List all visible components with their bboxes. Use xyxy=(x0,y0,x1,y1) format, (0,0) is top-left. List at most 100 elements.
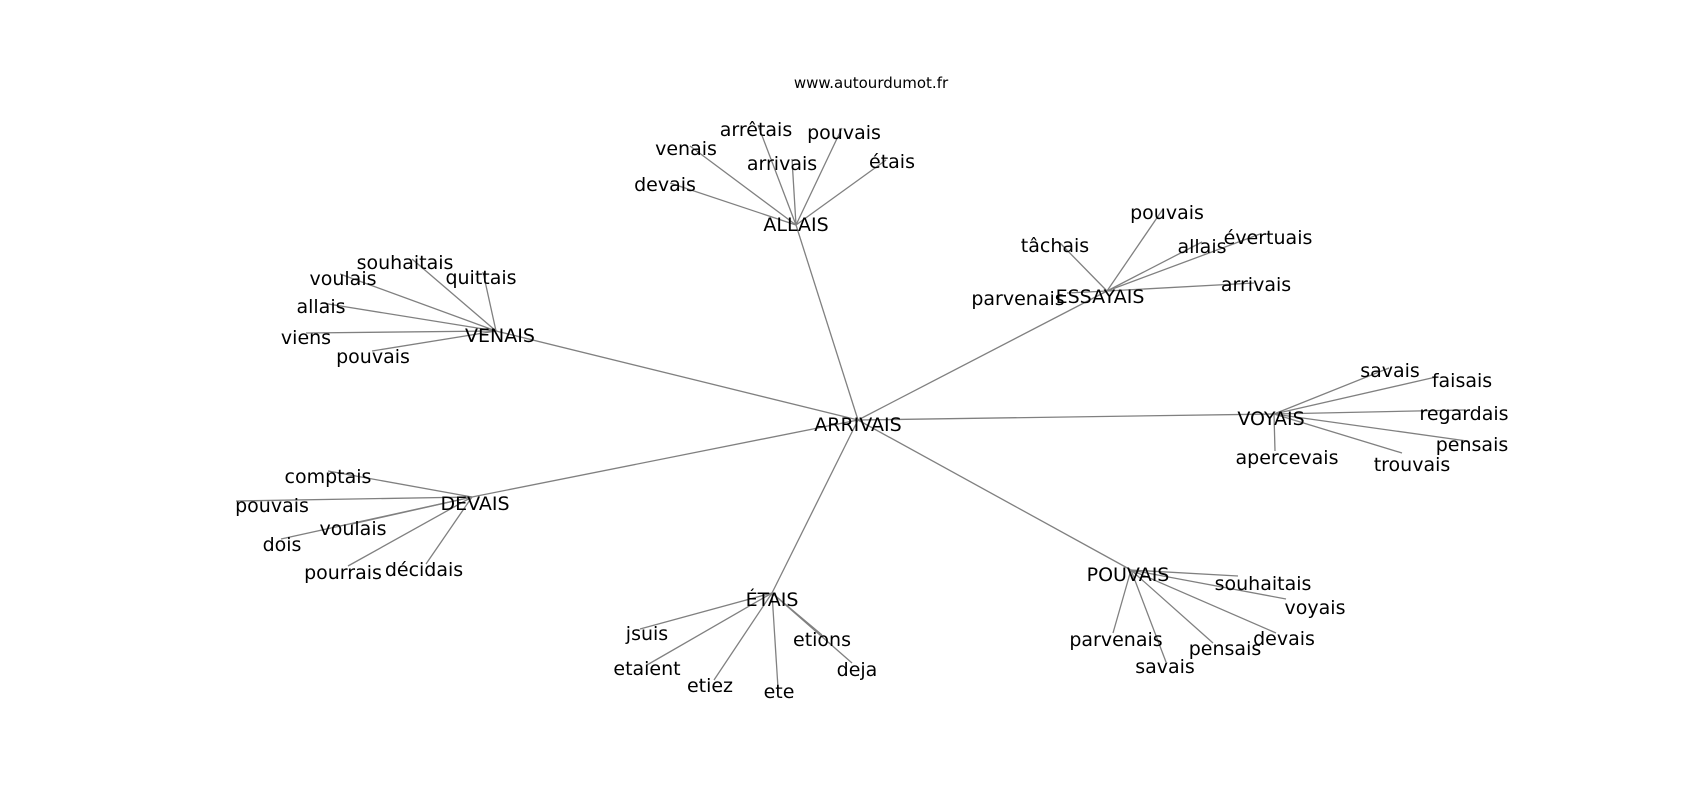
leaf-node-voyais-trouvais: trouvais xyxy=(1374,454,1451,476)
leaf-node-voyais-faisais: faisais xyxy=(1432,370,1492,392)
edge-venais-viens xyxy=(305,330,497,334)
edge-essayais-allais xyxy=(1106,241,1203,292)
edge-etais-deja xyxy=(771,592,853,664)
leaf-node-devais-decidais: décidais xyxy=(385,559,463,581)
edge-center-devais xyxy=(471,419,859,498)
edge-devais-pouvais xyxy=(235,496,473,502)
leaf-node-pouvais-parvenais: parvenais xyxy=(1069,629,1162,651)
edge-pouvais-souhaitais xyxy=(1130,569,1239,577)
edge-center-essayais xyxy=(857,290,1108,421)
edge-pouvais-pensais xyxy=(1130,569,1214,644)
edge-pouvais-savais xyxy=(1130,569,1167,663)
edge-voyais-trouvais xyxy=(1273,413,1403,454)
edge-essayais-tachais xyxy=(1059,242,1108,292)
leaf-node-allais-pouvais: pouvais xyxy=(807,122,881,144)
edge-allais-arretais xyxy=(757,124,797,226)
leaf-node-voyais-savais: savais xyxy=(1360,360,1420,382)
cluster-node-pouvais: POUVAIS xyxy=(1087,564,1170,586)
edge-allais-arrivais xyxy=(791,158,797,226)
edge-voyais-faisais xyxy=(1273,376,1437,415)
leaf-node-essayais-evertuais: évertuais xyxy=(1224,227,1313,249)
leaf-node-devais-dois: dois xyxy=(263,534,302,556)
edge-venais-allais xyxy=(321,302,497,332)
leaf-node-devais-comptais: comptais xyxy=(285,466,372,488)
edge-essayais-parvenais xyxy=(1066,290,1108,294)
leaf-node-etais-jsuis: jsuis xyxy=(625,623,668,645)
edge-etais-etaient xyxy=(646,592,773,666)
leaf-node-allais-arrivais: arrivais xyxy=(747,153,817,175)
cluster-node-devais: DEVAIS xyxy=(440,493,509,515)
leaf-node-etais-etaient: etaient xyxy=(613,658,680,680)
edge-center-etais xyxy=(771,419,859,594)
leaf-node-voyais-regardais: regardais xyxy=(1419,403,1508,425)
cluster-node-venais: VENAIS xyxy=(465,325,535,347)
leaf-node-allais-etais: étais xyxy=(869,151,915,173)
edge-allais-pouvais xyxy=(795,127,843,226)
edge-allais-venais xyxy=(689,145,797,226)
edge-pouvais-voyais xyxy=(1130,569,1287,600)
edge-etais-etiez xyxy=(713,592,773,681)
edge-voyais-savais xyxy=(1273,367,1390,415)
leaf-node-devais-voulais: voulais xyxy=(319,518,386,540)
leaf-node-essayais-pouvais: pouvais xyxy=(1130,202,1204,224)
edge-essayais-evertuais xyxy=(1106,233,1261,292)
leaf-node-venais-allais: allais xyxy=(296,296,345,318)
edge-essayais-arrivais xyxy=(1106,282,1255,292)
edge-venais-souhaitais xyxy=(411,258,497,332)
edge-etais-ete xyxy=(771,592,779,689)
edge-devais-decidais xyxy=(425,496,473,565)
edge-voyais-regardais xyxy=(1273,409,1465,415)
labels-layer: ARRIVAIS ALLAIS arrêtais pouvais venais arriv… xyxy=(235,119,1508,703)
edge-voyais-pensais xyxy=(1273,413,1468,442)
edge-venais-voulais xyxy=(339,273,497,332)
edge-pouvais-parvenais xyxy=(1112,569,1132,634)
edge-allais-etais xyxy=(795,159,887,226)
cluster-node-etais: ÉTAIS xyxy=(746,588,799,611)
leaf-node-essayais-parvenais: parvenais xyxy=(971,288,1064,310)
leaf-node-etais-ete: ete xyxy=(764,681,795,703)
edge-devais-comptais xyxy=(327,470,473,498)
edge-center-pouvais xyxy=(857,419,1132,571)
edge-venais-pouvais xyxy=(371,330,497,352)
edge-devais-pourrais xyxy=(347,496,473,567)
leaf-node-pouvais-savais: savais xyxy=(1135,656,1195,678)
leaf-node-pouvais-voyais: voyais xyxy=(1285,597,1346,619)
cluster-node-allais: ALLAIS xyxy=(763,214,828,236)
leaf-node-pouvais-devais: devais xyxy=(1253,628,1315,650)
leaf-node-etais-deja: deja xyxy=(837,659,878,681)
leaf-node-venais-voulais: voulais xyxy=(309,268,376,290)
leaf-node-venais-viens: viens xyxy=(281,327,331,349)
leaf-node-venais-souhaitais: souhaitais xyxy=(357,252,454,274)
leaf-node-etais-etions: etions xyxy=(793,629,851,651)
leaf-node-pouvais-souhaitais: souhaitais xyxy=(1215,573,1312,595)
cluster-node-essayais: ESSAYAIS xyxy=(1056,286,1145,308)
leaf-node-essayais-tachais: tâchais xyxy=(1021,235,1089,257)
leaf-node-venais-pouvais: pouvais xyxy=(336,346,410,368)
leaf-node-devais-pouvais: pouvais xyxy=(235,495,309,517)
edge-etais-jsuis xyxy=(639,592,773,630)
edge-essayais-pouvais xyxy=(1106,208,1164,292)
edge-center-allais xyxy=(795,224,859,421)
edge-center-venais xyxy=(495,330,859,421)
leaf-node-pouvais-pensais: pensais xyxy=(1189,638,1262,660)
edges-layer xyxy=(235,124,1468,689)
edge-voyais-apercevais xyxy=(1273,413,1276,452)
leaf-node-venais-quittais: quittais xyxy=(445,267,516,289)
leaf-node-allais-arretais: arrêtais xyxy=(720,119,792,141)
center-node-label: ARRIVAIS xyxy=(814,414,901,436)
leaf-node-devais-pourrais: pourrais xyxy=(304,562,382,584)
edge-devais-dois xyxy=(280,496,473,540)
leaf-node-voyais-pensais: pensais xyxy=(1436,434,1509,456)
leaf-node-allais-devais: devais xyxy=(634,174,696,196)
leaf-node-allais-venais: venais xyxy=(655,138,717,160)
edge-center-voyais xyxy=(857,413,1275,421)
leaf-node-essayais-arrivais: arrivais xyxy=(1221,274,1291,296)
cluster-node-voyais: VOYAIS xyxy=(1237,408,1304,430)
edge-venais-quittais xyxy=(482,271,497,332)
leaf-node-etais-etiez: etiez xyxy=(687,675,733,697)
edge-allais-devais xyxy=(669,182,797,226)
edge-pouvais-devais xyxy=(1130,569,1277,634)
leaf-node-voyais-apercevais: apercevais xyxy=(1236,447,1339,469)
leaf-node-essayais-allais: allais xyxy=(1177,236,1226,258)
